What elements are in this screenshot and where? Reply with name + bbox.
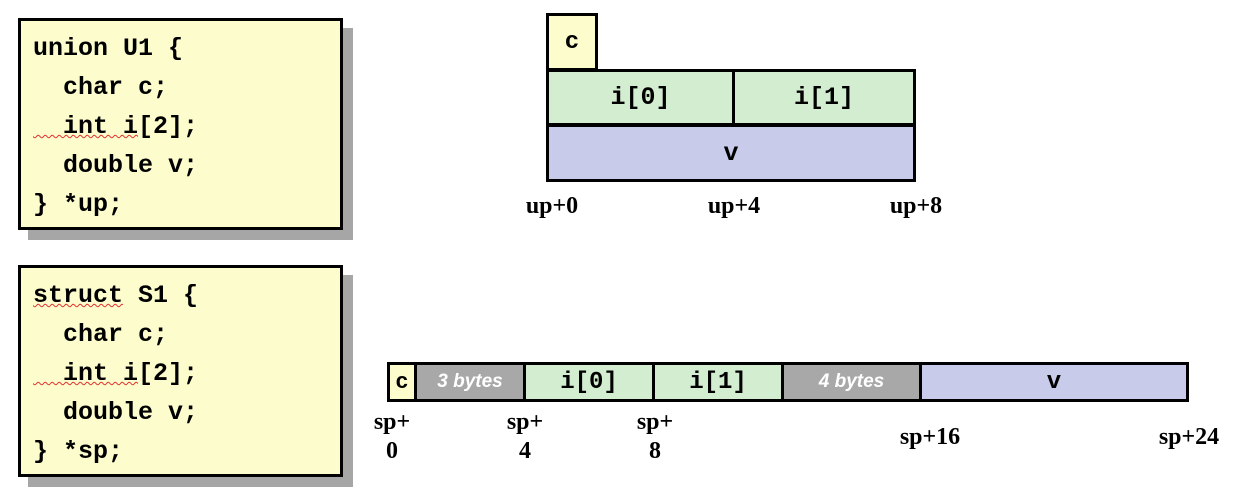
struct-cell-i1: i[1] [652,362,784,402]
union-address-0: up+0 [525,193,579,219]
code-line: struct S1 { [33,276,340,315]
code-line: double v; [33,398,199,427]
code-line: int i[2]; [33,354,340,393]
struct-cell-pad3: 3 bytes [414,362,526,402]
struct-address-16: sp+16 [899,424,961,450]
code-box-struct-body: struct S1 { char c; int i[2]; double v; … [18,265,343,477]
code-token-rest: [2]; [138,112,199,141]
struct-address-8-top: sp+ [636,409,674,435]
code-line: } *sp; [33,437,124,466]
union-cell-c: c [546,13,598,71]
union-cell-i0: i[0] [546,69,735,126]
struct-pad3-label: 3 bytes [437,371,503,392]
struct-address-4-top: sp+ [506,409,544,435]
struct-cell-v: v [919,362,1189,402]
struct-address-0-bottom: 0 [386,438,398,464]
code-line: union U1 { [33,34,184,63]
union-cell-v: v [546,124,916,182]
struct-address-4: sp+ 4 [470,408,580,466]
code-token-int: int i [33,359,139,388]
struct-cell-i0: i[0] [523,362,655,402]
struct-address-4-bottom: 4 [519,438,531,464]
code-box-struct: struct S1 { char c; int i[2]; double v; … [18,265,353,487]
code-line: double v; [33,151,199,180]
code-line: char c; [33,73,169,102]
code-token-rest: S1 { [123,281,199,310]
struct-address-0-top: sp+ [373,409,411,435]
struct-cell-pad4: 4 bytes [781,362,922,402]
code-token-int: int i [33,112,139,141]
struct-address-0: sp+ 0 [337,408,447,466]
code-box-union: union U1 { char c; int i[2]; double v; }… [18,18,353,240]
code-line: char c; [33,320,169,349]
struct-cell-c: c [387,362,417,402]
code-line: int i[2]; [33,107,340,146]
union-address-4: up+4 [707,193,761,219]
struct-address-24: sp+24 [1158,424,1220,450]
code-line: } *up; [33,190,124,219]
code-token-rest: [2]; [138,359,199,388]
code-box-union-body: union U1 { char c; int i[2]; double v; }… [18,18,343,230]
struct-address-8-bottom: 8 [649,438,661,464]
struct-pad4-label: 4 bytes [818,371,885,392]
union-cell-i1: i[1] [732,69,916,126]
code-token-struct: struct [33,281,124,310]
union-address-8: up+8 [889,193,943,219]
struct-address-8: sp+ 8 [600,408,710,466]
